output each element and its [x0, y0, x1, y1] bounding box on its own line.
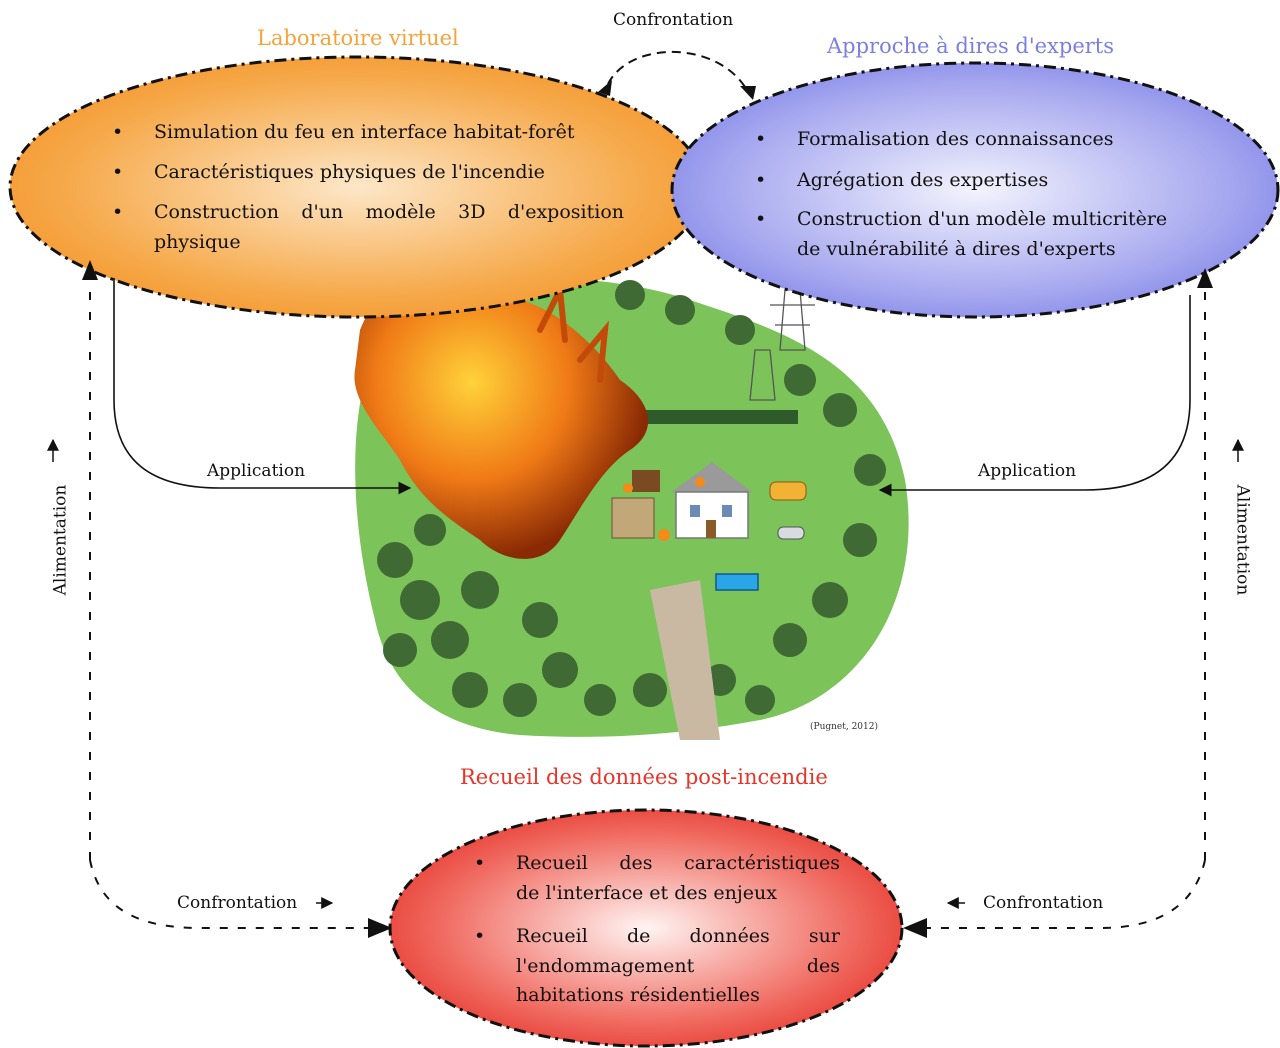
confrontation-left-label: Confrontation [177, 893, 298, 913]
postfire-item-2-continued-2: habitations résidentielles [474, 979, 840, 1011]
van-icon [769, 481, 807, 501]
postfire-item-2: • Recueil de données sur [474, 920, 840, 952]
expert-ellipse[interactable] [670, 61, 1280, 319]
application-right-label: Application [978, 461, 1077, 481]
lab-item-3-continued: physique [112, 226, 626, 258]
postfire-item-1: • Recueil des caractéristiques [474, 847, 840, 879]
bullet-icon: • [112, 161, 124, 183]
lab-item-3b-text: physique [154, 231, 241, 253]
house-icon [672, 462, 752, 539]
application-right-arrow [878, 295, 1191, 497]
lab-item-2: • Caractéristiques physiques de l'incend… [112, 156, 626, 188]
application-left-arrow [113, 278, 412, 495]
postfire-item-2c-text: habitations résidentielles [516, 984, 760, 1006]
bullet-icon: • [755, 208, 767, 230]
expert-item-1-text: Formalisation des connaissances [797, 128, 1114, 150]
confrontation-top-arrowhead-left [598, 80, 612, 96]
bullet-icon: • [474, 852, 486, 874]
postfire-item-1b-text: de l'interface et des enjeux [516, 882, 777, 904]
forest-illustration [354, 235, 909, 740]
garden-plot [611, 497, 655, 539]
confrontation-top-label: Confrontation [613, 10, 734, 30]
image-credit: (Pugnet, 2012) [810, 722, 879, 732]
lab-item-3: • Construction d'un modèle 3D d'expositi… [112, 196, 626, 228]
confrontation-top-arrowhead-right [740, 86, 756, 100]
lab-item-2-text: Caractéristiques physiques de l'incendie [154, 161, 545, 183]
pool-icon [715, 573, 759, 591]
lab-item-1-text: Simulation du feu en interface habitat-f… [154, 121, 575, 143]
fire-spot-2 [658, 529, 670, 541]
expert-item-1: • Formalisation des connaissances [755, 123, 1210, 155]
postfire-item-2-text: Recueil de données sur [516, 925, 840, 947]
lab-title: Laboratoire virtuel [257, 26, 459, 50]
fire-spot-3 [623, 483, 633, 493]
confrontation-left-link [89, 859, 370, 929]
car-icon [777, 526, 805, 540]
expert-item-3b-text: de vulnérabilité à dires d'experts [797, 238, 1116, 260]
expert-item-3-text: Construction d'un modèle multicritère [797, 208, 1168, 230]
bullet-icon: • [755, 169, 767, 191]
lab-item-3-text: Construction d'un modèle 3D d'exposition [154, 201, 624, 223]
confrontation-right-label: Confrontation [983, 893, 1104, 913]
alimentation-left-label: Alimentation [50, 484, 71, 596]
bullet-icon: • [112, 121, 124, 143]
postfire-item-1-continued: de l'interface et des enjeux [474, 877, 840, 909]
confrontation-left-arrowhead [368, 918, 392, 938]
confrontation-top-arc [607, 50, 749, 93]
confrontation-right-arrowhead [903, 918, 927, 938]
road-path [650, 580, 720, 740]
bullet-icon: • [474, 925, 486, 947]
bullet-icon: • [112, 201, 124, 223]
expert-title: Approche à dires d'experts [827, 34, 1115, 58]
postfire-item-2b-text: l'endommagement des [516, 955, 840, 977]
expert-item-2-text: Agrégation des expertises [797, 169, 1049, 191]
lab-item-1: • Simulation du feu en interface habitat… [112, 116, 626, 148]
alimentation-right-arrowhead [1197, 268, 1213, 288]
application-left-label: Application [207, 461, 306, 481]
fire-spot-1 [695, 477, 705, 487]
bullet-icon: • [755, 128, 767, 150]
alimentation-right-label: Alimentation [1232, 484, 1253, 596]
expert-item-3-continued: de vulnérabilité à dires d'experts [755, 233, 1210, 265]
fire-flames [354, 264, 649, 559]
postfire-item-1-text: Recueil des caractéristiques [516, 852, 840, 874]
confrontation-right-link [925, 859, 1206, 929]
expert-item-3: • Construction d'un modèle multicritère [755, 203, 1210, 235]
postfire-title: Recueil des données post-incendie [460, 765, 828, 789]
postfire-item-2-continued: l'endommagement des [474, 950, 840, 982]
alimentation-left-arrowhead [82, 260, 98, 280]
shed-icon [632, 470, 660, 492]
expert-item-2: • Agrégation des expertises [755, 164, 1210, 196]
